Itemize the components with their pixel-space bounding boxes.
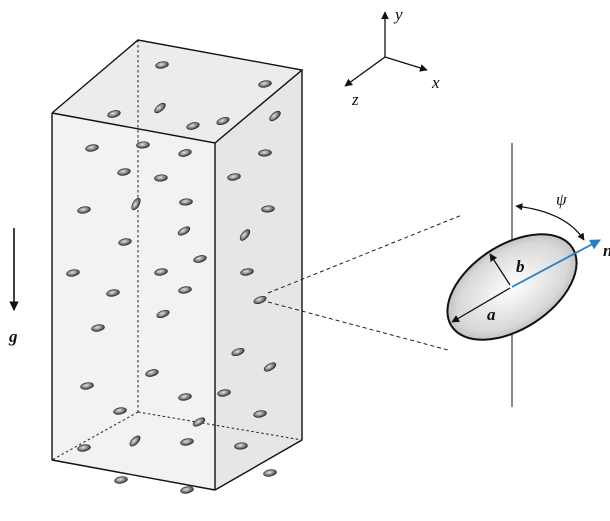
particle — [263, 469, 277, 477]
particle — [186, 122, 200, 130]
visible-edge-bottom-front — [51, 459, 216, 491]
zoom-leader-lower — [267, 301, 449, 351]
particle — [77, 444, 91, 452]
particles — [66, 61, 281, 494]
particle — [91, 324, 105, 332]
particle — [239, 229, 251, 241]
particle — [145, 369, 159, 377]
particle — [231, 347, 245, 357]
particle — [269, 110, 281, 122]
gravity-label: g — [8, 327, 18, 346]
particle — [261, 205, 275, 213]
particle — [258, 149, 272, 157]
particle — [154, 102, 166, 114]
particle — [131, 197, 141, 211]
particle — [80, 382, 94, 390]
particle — [178, 149, 192, 157]
particle — [154, 174, 168, 182]
particle — [180, 486, 194, 494]
particle — [180, 438, 194, 446]
semi-minor-axis-arrow — [489, 253, 511, 286]
magnified-particle: a b ψ n — [446, 143, 610, 407]
particle — [263, 362, 277, 372]
particle — [114, 476, 128, 484]
particle — [192, 417, 206, 427]
particle — [77, 206, 91, 214]
particle — [178, 393, 192, 401]
particle — [154, 268, 168, 276]
particle — [113, 407, 127, 415]
particle — [253, 410, 267, 418]
particle — [117, 168, 131, 176]
particle — [156, 309, 170, 319]
particle — [217, 389, 231, 397]
angle-psi-label: ψ — [556, 190, 567, 209]
particle — [106, 289, 120, 297]
particle — [107, 110, 121, 118]
particle — [155, 61, 169, 69]
particle — [129, 435, 141, 447]
visible-edge-bottom-side — [214, 439, 303, 491]
particle — [118, 238, 132, 246]
particle — [177, 226, 191, 236]
semi-minor-label: b — [516, 257, 525, 276]
gravity-indicator: g — [8, 228, 19, 346]
z-axis-arrow — [344, 56, 386, 87]
particle — [136, 141, 150, 149]
particle — [85, 144, 99, 152]
z-axis-label: z — [351, 90, 359, 109]
x-axis-label: x — [431, 73, 440, 92]
particle — [234, 442, 248, 450]
hidden-edge-bottom-left — [51, 411, 139, 461]
x-axis-arrow — [384, 56, 428, 72]
normal-vector-arrow — [511, 239, 601, 288]
particle — [179, 198, 193, 206]
normal-vector-label: n — [603, 241, 610, 260]
particle — [193, 255, 207, 263]
coordinate-axes: y x z — [344, 5, 440, 109]
particle — [216, 116, 230, 126]
semi-major-label: a — [487, 305, 496, 324]
column-box — [51, 39, 304, 491]
particle — [66, 269, 80, 277]
column-front-face — [52, 113, 215, 490]
particle — [178, 286, 192, 294]
angle-psi-arc — [515, 203, 585, 241]
particle — [253, 295, 267, 305]
particle — [240, 268, 254, 276]
y-axis-label: y — [393, 5, 403, 24]
particle — [227, 173, 241, 181]
particle — [258, 80, 272, 88]
semi-major-axis-arrow — [451, 287, 511, 323]
